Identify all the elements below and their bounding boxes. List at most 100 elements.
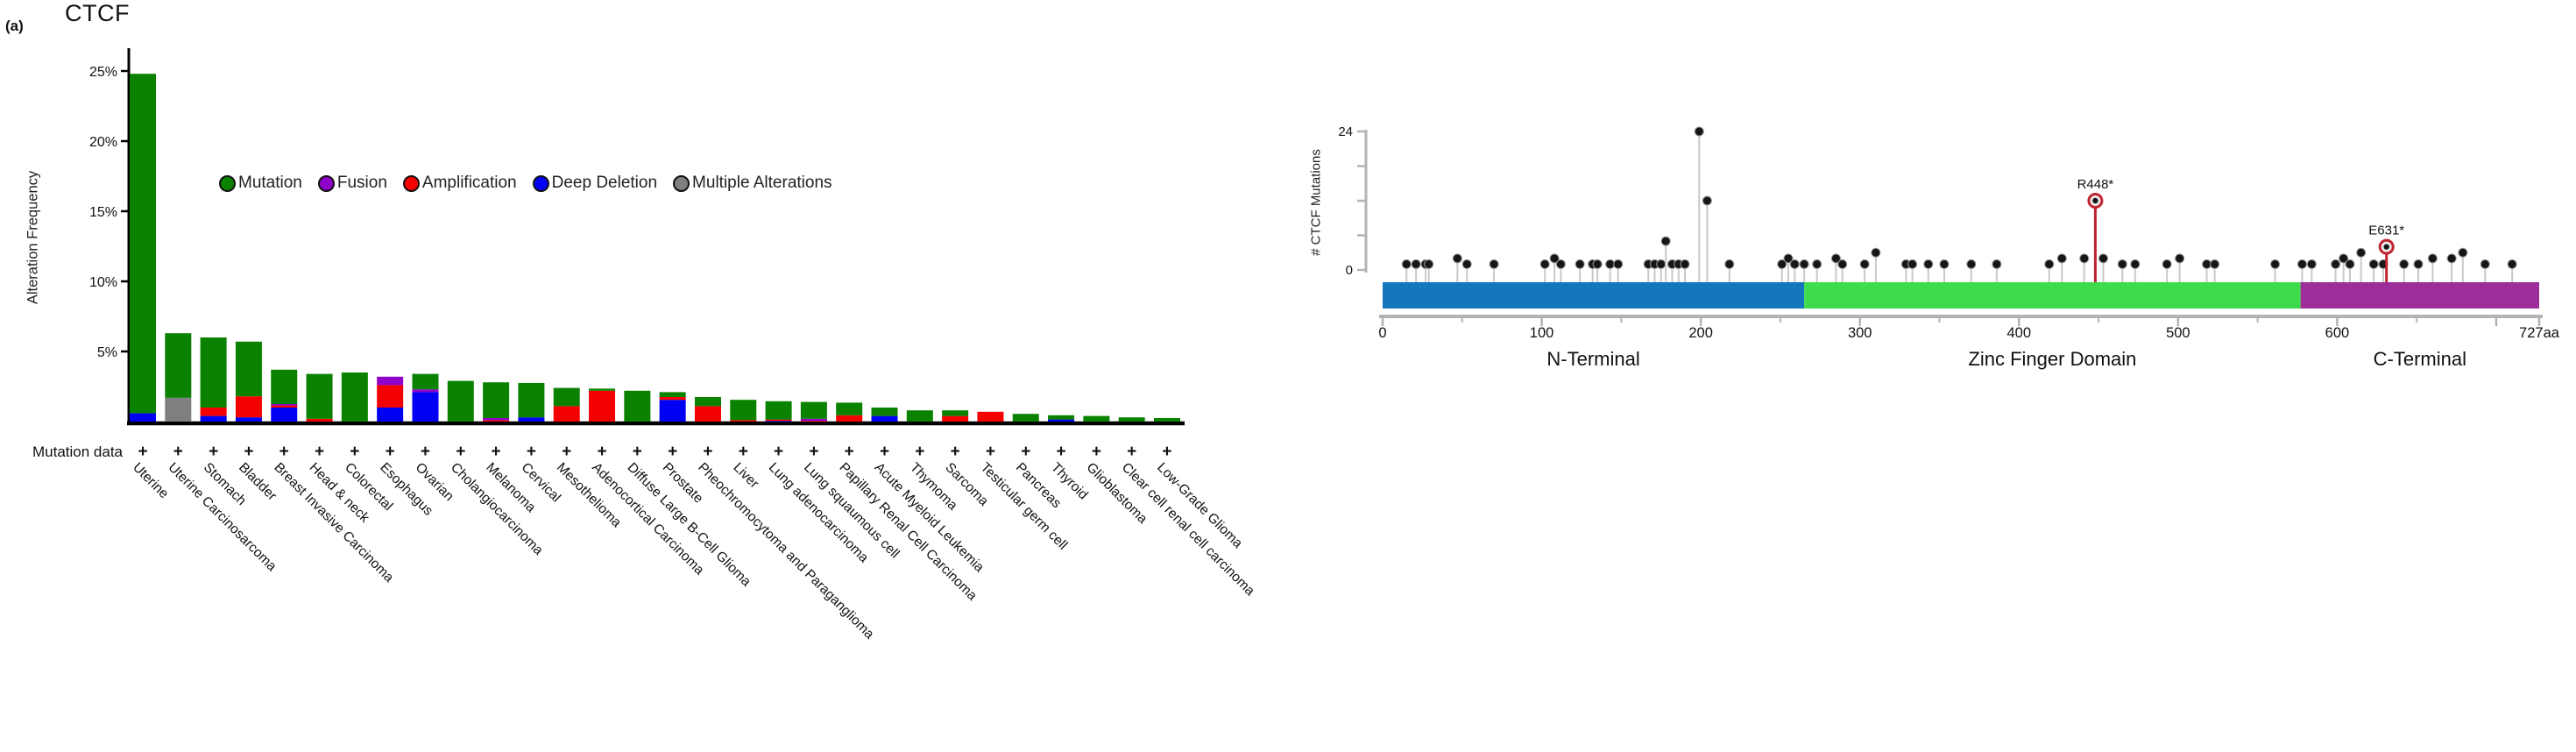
bar-segment-mutation[interactable] [1153, 418, 1180, 422]
bar-segment-amplification[interactable] [271, 405, 298, 408]
bar-melanoma[interactable] [483, 382, 510, 422]
bar-thyroid[interactable] [1048, 415, 1075, 422]
bar-segment-amplification[interactable] [730, 420, 757, 422]
bar-segment-amplification[interactable] [659, 397, 686, 401]
bar-segment-amplification[interactable] [200, 408, 227, 416]
lollipop-dot[interactable] [2507, 259, 2517, 269]
lollipop-dot[interactable] [1859, 259, 1870, 269]
lollipop-dot[interactable] [2056, 253, 2067, 264]
lollipop-dot[interactable] [2339, 253, 2349, 264]
bar-segment-fusion[interactable] [800, 418, 827, 422]
bar-colorectal[interactable] [341, 372, 368, 422]
lollipop-dot[interactable] [1461, 259, 1472, 269]
lollipop-dot[interactable] [2130, 259, 2141, 269]
bar-segment-mutation[interactable] [730, 400, 757, 421]
lollipop-dot[interactable] [2162, 259, 2172, 269]
bar-segment-fusion[interactable] [271, 404, 298, 406]
bar-segment-mutation[interactable] [165, 333, 192, 398]
bar-uterine-carcinosarcoma[interactable] [165, 333, 192, 422]
lollipop-dot[interactable] [1799, 259, 1809, 269]
bar-papillary-renal-cell-carcinoma[interactable] [836, 402, 863, 422]
lollipop-dot[interactable] [1452, 253, 1462, 264]
bar-segment-mutation[interactable] [624, 390, 651, 422]
lollipop-dot[interactable] [1702, 195, 1712, 206]
lollipop-dot[interactable] [2345, 259, 2355, 269]
bar-diffuse-large-b-cell-glioma[interactable] [624, 390, 651, 422]
bar-glioblastoma[interactable] [1083, 415, 1110, 422]
lollipop-dot[interactable] [1555, 259, 1566, 269]
lollipop-dot[interactable] [2117, 259, 2127, 269]
bar-segment-mutation[interactable] [412, 373, 439, 390]
bar-segment-deep_deletion[interactable] [200, 415, 227, 422]
bar-segment-multiple_alterations[interactable] [165, 397, 192, 422]
lollipop-dot[interactable] [1656, 259, 1667, 269]
bar-segment-amplification[interactable] [589, 390, 616, 422]
bar-segment-mutation[interactable] [871, 408, 898, 416]
bar-segment-deep_deletion[interactable] [377, 408, 404, 422]
lollipop-dot[interactable] [2306, 259, 2317, 269]
lollipop-dot[interactable] [1966, 259, 1977, 269]
bar-uterine[interactable] [130, 74, 156, 422]
lollipop-dot[interactable] [1680, 259, 1690, 269]
legend-item-fusion[interactable]: Fusion [317, 174, 387, 193]
lollipop-dot[interactable] [1424, 259, 1434, 269]
bar-segment-mutation[interactable] [800, 401, 827, 419]
bar-segment-mutation[interactable] [1083, 415, 1110, 422]
lollipop-dot[interactable] [1489, 259, 1499, 269]
lollipop-dot[interactable] [2458, 247, 2468, 258]
bar-mesothelioma[interactable] [553, 387, 580, 422]
bar-segment-mutation[interactable] [447, 380, 474, 422]
lollipop-dot[interactable] [2427, 253, 2438, 264]
bar-segment-mutation[interactable] [341, 372, 368, 422]
lollipop-dot[interactable] [1777, 259, 1787, 269]
domain-c-terminal[interactable] [2300, 282, 2539, 309]
lollipop-dot[interactable] [1783, 253, 1794, 264]
lollipop-dot[interactable] [1539, 259, 1550, 269]
bar-segment-mutation[interactable] [271, 369, 298, 404]
lollipop-dot[interactable] [1660, 236, 1671, 246]
bar-lung-squaumous-cell[interactable] [800, 401, 827, 422]
bar-segment-mutation[interactable] [836, 402, 863, 415]
lollipop-dot[interactable] [2368, 259, 2379, 269]
bar-prostate[interactable] [659, 392, 686, 422]
bar-pheochromocytoma-and-paraganglioma[interactable] [694, 397, 721, 422]
lollipop-dot[interactable] [2413, 259, 2424, 269]
bar-stomach[interactable] [200, 337, 227, 422]
bar-segment-mutation[interactable] [306, 373, 333, 419]
lollipop-dot[interactable] [2399, 259, 2410, 269]
bar-cholangiocarcinoma[interactable] [447, 380, 474, 422]
bar-segment-deep_deletion[interactable] [871, 415, 898, 422]
bar-ovarian[interactable] [412, 373, 439, 422]
lollipop-dot[interactable] [1923, 259, 1934, 269]
bar-segment-amplification[interactable] [765, 419, 792, 422]
lollipop-dot[interactable] [2044, 259, 2055, 269]
bar-segment-deep_deletion[interactable] [765, 421, 792, 422]
legend-item-mutation[interactable]: Mutation [219, 174, 302, 193]
bar-segment-mutation[interactable] [130, 74, 156, 414]
bar-segment-deep_deletion[interactable] [130, 413, 156, 422]
bar-segment-amplification[interactable] [694, 406, 721, 422]
bar-segment-mutation[interactable] [1048, 415, 1075, 420]
bar-lung-adenocarcinoma[interactable] [765, 401, 792, 422]
bar-segment-amplification[interactable] [800, 421, 827, 422]
lollipop-dot[interactable] [1789, 259, 1800, 269]
bar-segment-mutation[interactable] [1012, 414, 1039, 422]
lollipop-dot[interactable] [1575, 259, 1585, 269]
bar-cervical[interactable] [518, 383, 545, 422]
lollipop-dot[interactable] [1812, 259, 1822, 269]
bar-testicular-germ-cell[interactable] [977, 411, 1004, 422]
lollipop-dot[interactable] [1613, 259, 1624, 269]
bar-segment-mutation[interactable] [906, 410, 933, 422]
legend-item-amplification[interactable]: Amplification [402, 174, 517, 193]
lollipop-dot[interactable] [2331, 259, 2341, 269]
bar-segment-mutation[interactable] [942, 410, 969, 416]
bar-segment-amplification[interactable] [553, 406, 580, 422]
bar-segment-deep_deletion[interactable] [412, 392, 439, 422]
bar-segment-fusion[interactable] [412, 389, 439, 393]
bar-segment-mutation[interactable] [235, 341, 262, 397]
lollipop-dot[interactable] [1830, 253, 1841, 264]
bar-segment-mutation[interactable] [553, 387, 580, 407]
bar-segment-deep_deletion[interactable] [271, 408, 298, 422]
bar-segment-deep_deletion[interactable] [659, 400, 686, 422]
lollipop-dot[interactable] [2270, 259, 2281, 269]
